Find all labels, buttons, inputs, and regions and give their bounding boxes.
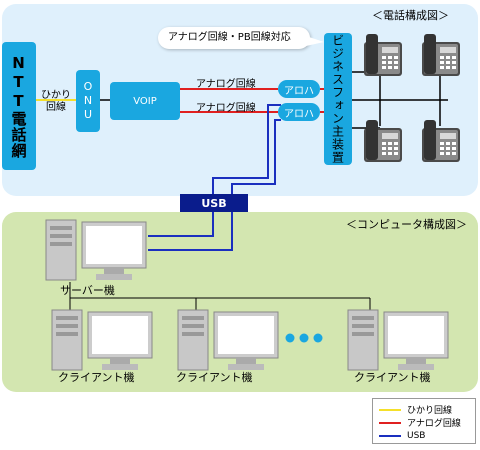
onu-box: ONU <box>76 70 100 132</box>
usb-box: USB <box>180 194 248 212</box>
legend-swatch-analog <box>379 421 401 424</box>
usb-line-3 <box>148 212 214 237</box>
adapter-2-label: アロハ <box>284 108 314 120</box>
computer-icon <box>347 309 449 371</box>
legend: ひかり回線 アナログ回線 USB <box>372 398 476 444</box>
adapter-1-label: アロハ <box>284 85 314 97</box>
hikari-label: ひかり回線 <box>38 90 74 114</box>
callout-bubble <box>158 27 310 49</box>
legend-label-usb: USB <box>407 430 426 441</box>
legend-label-analog: アナログ回線 <box>407 419 461 429</box>
onu-label: ONU <box>81 80 95 122</box>
ntt-network-label: NTT電話網 <box>9 53 28 159</box>
callout-tail <box>306 36 324 46</box>
analog-line-label-2: アナログ回線 <box>196 103 256 114</box>
computer-icon <box>51 309 153 371</box>
legend-swatch-usb <box>379 434 401 437</box>
server-label: サーバー機 <box>60 284 115 297</box>
telephone-1 <box>362 32 406 80</box>
telephone-2 <box>420 32 464 80</box>
adapter-2: アロハ <box>278 103 320 121</box>
telephone-icon <box>364 34 402 76</box>
analog-line-label-1: アナログ回線 <box>196 79 256 90</box>
more-clients-dots <box>285 333 323 343</box>
telephone-icon <box>364 120 402 162</box>
telephone-section-title: ＜電話構成図＞ <box>372 9 449 22</box>
client-computer-2 <box>176 308 282 372</box>
client-label-2: クライアント機 <box>176 371 253 384</box>
hikari-label-text: ひかり回線 <box>41 90 71 113</box>
telephone-4 <box>420 118 464 166</box>
telephone-icon <box>422 120 460 162</box>
usb-line-4 <box>148 212 233 251</box>
usb-line-1 <box>212 104 281 196</box>
voip-label: VOIP <box>133 95 157 107</box>
business-phone-box: ビジネスフォン主装置 <box>324 33 352 165</box>
client-label-3: クライアント機 <box>354 371 431 384</box>
legend-swatch-hikari <box>379 408 401 411</box>
computer-icon <box>177 309 279 371</box>
usb-line-2 <box>231 119 281 196</box>
ntt-network-box: NTT電話網 <box>2 42 36 170</box>
computer-section-title: ＜コンピュータ構成図＞ <box>346 218 467 231</box>
business-phone-label: ビジネスフォン主装置 <box>330 34 345 164</box>
client-computer-3 <box>346 308 452 372</box>
voip-box: VOIP <box>110 82 180 120</box>
server-computer <box>44 218 150 284</box>
legend-item-hikari: ひかり回線 <box>379 404 453 416</box>
telephone-icon <box>422 34 460 76</box>
usb-label: USB <box>201 196 227 210</box>
telephone-3 <box>362 118 406 166</box>
legend-label-hikari: ひかり回線 <box>407 406 453 416</box>
legend-item-usb: USB <box>379 430 425 441</box>
computer-icon <box>45 219 147 281</box>
client-computer-1 <box>50 308 156 372</box>
client-label-1: クライアント機 <box>58 371 135 384</box>
adapter-1: アロハ <box>278 80 320 98</box>
callout-text: アナログ回線・PB回線対応 <box>168 32 291 43</box>
legend-item-analog: アナログ回線 <box>379 417 461 429</box>
